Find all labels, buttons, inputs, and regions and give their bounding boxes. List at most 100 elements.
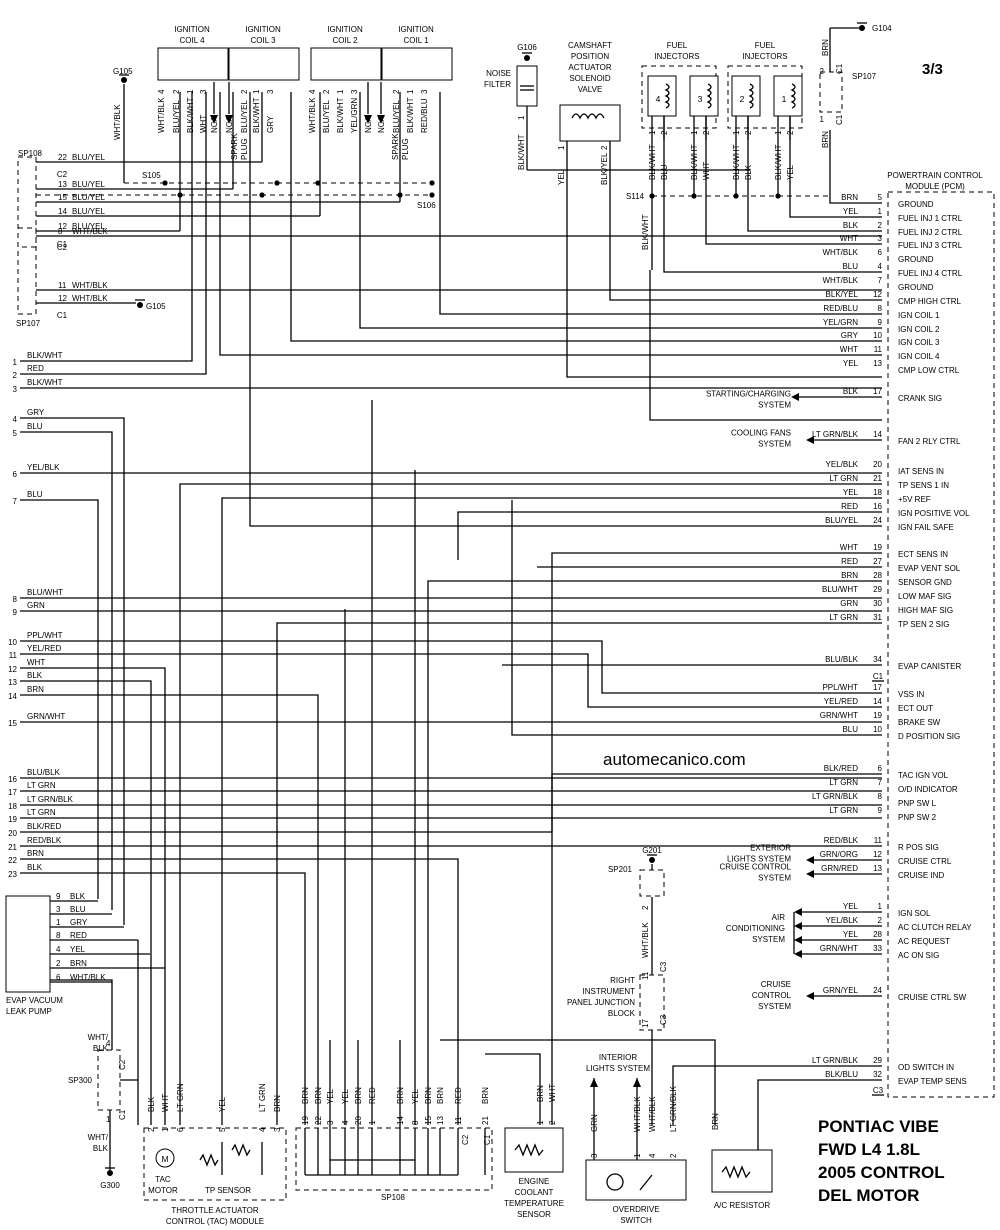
coil-pin-number: 1 — [252, 89, 261, 94]
wire — [609, 140, 882, 301]
wire — [440, 1039, 716, 1125]
pcm-pin-wire: GRN/YEL — [823, 986, 859, 995]
pin-number: 1 — [557, 145, 566, 150]
pin-number: 8 — [411, 1120, 420, 1125]
ground-icon — [121, 77, 127, 83]
wire-color: YEL — [70, 945, 86, 954]
camshaft-solenoid-label: SOLENOID — [569, 74, 611, 83]
pcm-pin-wire: YEL/GRN — [823, 318, 858, 327]
pin-number: 1 — [161, 1127, 170, 1132]
arrow-left — [794, 922, 802, 930]
coil-pin-number: 3 — [350, 89, 359, 94]
splice-pin: 12 — [58, 222, 67, 231]
pcm-pin-number: 29 — [873, 585, 882, 594]
pcm-pin-wire: LT GRN — [829, 778, 858, 787]
coil-pin-number: 2 — [240, 89, 249, 94]
coil-pin-wire: YEL/GRN — [350, 98, 359, 133]
harness-wire-color: RED — [27, 364, 44, 373]
ignition-coil — [381, 47, 453, 81]
ignition-coil — [157, 47, 229, 81]
pcm-pin-wire: YEL/RED — [824, 697, 858, 706]
harness-wire-number: 15 — [8, 719, 17, 728]
arrow-left — [806, 992, 814, 1000]
pcm-pin-number: 12 — [873, 290, 882, 299]
splice-pack-sp108-bottom — [295, 1127, 493, 1191]
injector-coil-icon — [706, 83, 712, 109]
harness-wire-color: BLU/WHT — [27, 588, 63, 597]
motor-glyph: M — [161, 1154, 168, 1164]
pcm-pin-wire: RED/BLU — [823, 304, 858, 313]
pcm-pin-name: CRUISE CTRL — [898, 857, 952, 866]
coil-pin-number: 3 — [266, 89, 275, 94]
coil-pin-wire: WHT — [199, 115, 208, 133]
junction-block-label: BLOCK — [608, 1009, 636, 1018]
connector-label: C3 — [873, 1086, 884, 1095]
spark-plug-label: PLUG — [401, 138, 410, 160]
pcm-pin-number: 24 — [873, 516, 882, 525]
pcm-pin-wire: RED/BLK — [824, 836, 859, 845]
coil-pin-number: 1 — [336, 89, 345, 94]
pcm-pin-number: 24 — [873, 986, 882, 995]
splice-pin: 13 — [58, 180, 67, 189]
pcm-pin-number: 14 — [873, 697, 882, 706]
harness-wire-number: 10 — [8, 638, 17, 647]
pcm-pin-wire: BLU/BLK — [825, 655, 859, 664]
noise-filter-label: NOISE — [486, 69, 511, 78]
wire-color: WHT/BLK — [113, 104, 122, 140]
pin-number: 11 — [454, 1116, 463, 1125]
pcm-pin-number: 20 — [873, 460, 882, 469]
harness-wire-color: PPL/WHT — [27, 631, 63, 640]
splice-dot — [315, 180, 321, 186]
pcm-pin-name: IGN COIL 4 — [898, 352, 940, 361]
junction-block-label: RIGHT — [610, 976, 635, 985]
wire — [485, 1053, 541, 1125]
wire-color: BRN — [301, 1087, 310, 1104]
wire-color: WHT — [548, 1084, 557, 1102]
ground-label: G300 — [100, 1181, 120, 1190]
splice-wire: BLU/YEL — [72, 180, 105, 189]
injector-coil-icon — [790, 83, 796, 109]
wire — [439, 92, 882, 315]
pcm-pin-number: 31 — [873, 613, 882, 622]
harness-wire-number: 13 — [8, 678, 17, 687]
wire — [747, 92, 882, 232]
coil-pin-wire: BLU/YEL — [240, 100, 249, 133]
pcm-pin-name: LOW MAF SIG — [898, 592, 951, 601]
pin-number: 4 — [648, 1153, 657, 1158]
wire-color: RED — [368, 1087, 377, 1104]
ground-label: G104 — [872, 24, 892, 33]
splice-dot — [691, 193, 697, 199]
harness-wire-number: 11 — [9, 651, 18, 660]
wire-color: BLK — [744, 164, 753, 180]
system-label: SYSTEM — [758, 874, 791, 883]
pin-number: 1 — [820, 115, 825, 124]
wire — [179, 483, 882, 1125]
arrow-left — [806, 856, 814, 864]
pcm-pin-wire: LT GRN/BLK — [812, 792, 859, 801]
splice-pin: 12 — [58, 294, 67, 303]
wire — [511, 500, 882, 736]
pcm-pin-number: 16 — [873, 502, 882, 511]
pin-number: 2 — [548, 1120, 557, 1125]
harness-wire-color: BLK — [27, 671, 43, 680]
arrow-down — [364, 115, 372, 124]
wire — [249, 92, 882, 527]
wire-color: BRN — [711, 1113, 720, 1130]
pcm-pin-number: 18 — [873, 488, 882, 497]
pcm-pin-number: 13 — [873, 359, 882, 368]
pcm-pin-wire: WHT — [840, 234, 858, 243]
harness-wire-color: BLU — [27, 490, 43, 499]
pcm-pin-number: 27 — [873, 557, 882, 566]
pin-number: 15 — [424, 1116, 433, 1125]
wire-color: BLK/YEL — [600, 152, 609, 185]
pcm-pin-wire: BLK — [843, 387, 859, 396]
spark-plug-label: SPARK — [230, 133, 239, 160]
harness-wire-number: 4 — [13, 415, 18, 424]
coil-pin-wire: WHT/BLK — [157, 97, 166, 133]
wire — [20, 773, 882, 833]
pcm-pin-name: FAN 2 RLY CTRL — [898, 437, 961, 446]
pcm-pin-name: CMP LOW CTRL — [898, 366, 960, 375]
wire-color: GRN — [590, 1114, 599, 1132]
wire — [551, 552, 882, 1125]
coil-pin-wire: GRY — [266, 115, 275, 133]
